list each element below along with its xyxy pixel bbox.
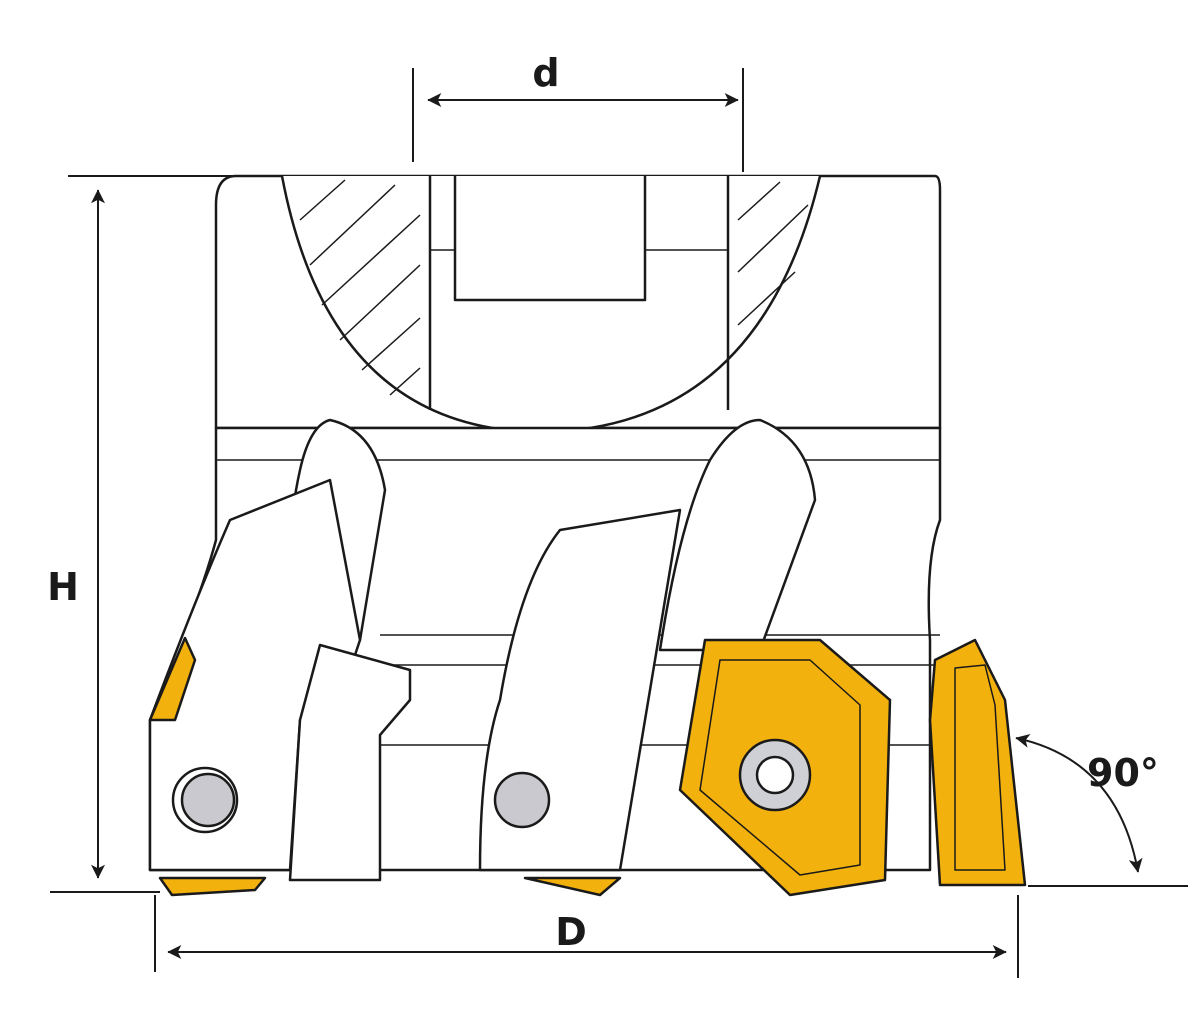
angle-arc: [1015, 733, 1143, 873]
section-hatch: [299, 179, 809, 396]
dim-label-angle: 90°: [1087, 751, 1159, 795]
holes: [171, 766, 551, 834]
dim-label-D: D: [555, 910, 587, 954]
insert-bottom-center: [523, 876, 622, 897]
dim-label-d: d: [532, 51, 559, 95]
insert-left: [148, 636, 197, 722]
insert-right: [928, 638, 1027, 887]
screw-hole-center: [493, 771, 551, 829]
dimension-lines: [50, 68, 1188, 978]
dim-label-H: H: [47, 565, 79, 609]
keyway-slot: [453, 176, 647, 302]
inserts: [148, 636, 1027, 897]
